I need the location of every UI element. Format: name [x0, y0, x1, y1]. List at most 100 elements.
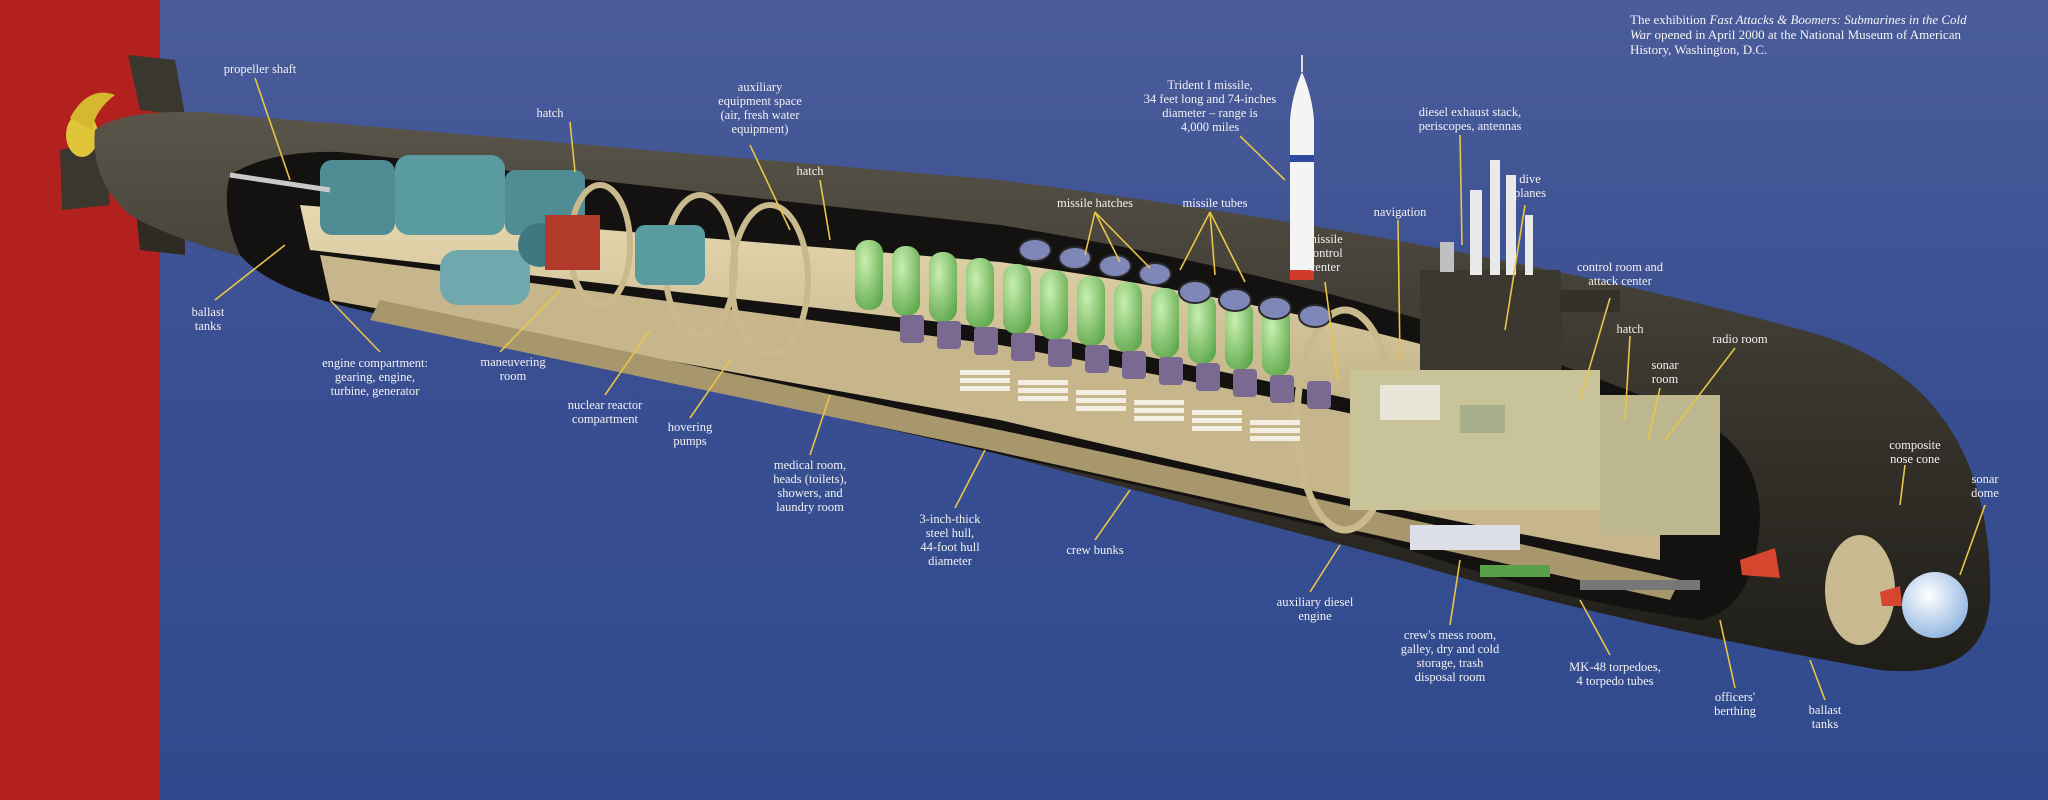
label-crew-bunks: crew bunks: [1066, 543, 1124, 557]
reactor-frame: [545, 215, 600, 270]
missile-tube-base: [1233, 369, 1257, 397]
label-medical: medical room, heads (toilets), showers, …: [773, 458, 847, 514]
caption: The exhibition Fast Attacks & Boomers: S…: [1630, 12, 1990, 57]
leader-line: [1179, 211, 1211, 271]
missile-tube-base: [1270, 375, 1294, 403]
label-missile-control: missile control center: [1307, 232, 1343, 274]
bunk: [1018, 380, 1068, 385]
bunk: [960, 370, 1010, 375]
label-hatch-mid: hatch: [796, 164, 824, 178]
bunk: [960, 386, 1010, 391]
leader-line: [809, 394, 831, 456]
missile-tube: [855, 240, 883, 310]
leader-line: [1449, 559, 1461, 626]
leader-line: [1309, 544, 1341, 593]
missile-tube-base: [1048, 339, 1072, 367]
label-trident: Trident I missile, 34 feet long and 74-i…: [1143, 78, 1277, 134]
leader-line: [1094, 211, 1151, 269]
missile-hatch: [1098, 254, 1132, 278]
label-aux-diesel: auxiliary diesel engine: [1276, 595, 1354, 623]
label-hatch-aft: hatch: [536, 106, 564, 120]
leader-line: [1209, 211, 1216, 276]
bunk: [1192, 418, 1242, 423]
bunk: [1192, 426, 1242, 431]
bunk: [1076, 406, 1126, 411]
leader-line: [499, 289, 561, 353]
bunk: [1134, 408, 1184, 413]
label-torpedoes: MK-48 torpedoes, 4 torpedo tubes: [1569, 660, 1661, 688]
missile-tube: [1151, 288, 1179, 358]
label-mess: crew's mess room, galley, dry and cold s…: [1400, 628, 1500, 684]
missile-tube: [929, 252, 957, 322]
label-propeller-shaft: propeller shaft: [223, 62, 297, 76]
leader-line: [1459, 134, 1463, 246]
leader-line: [569, 121, 576, 173]
nose-section: [1740, 535, 1968, 645]
label-ballast-aft: ballast tanks: [191, 305, 225, 333]
missile-hatch: [1138, 262, 1172, 286]
label-hull: 3-inch-thick steel hull, 44-foot hull di…: [919, 512, 981, 568]
missile-tube: [892, 246, 920, 316]
label-sonar-room: sonar room: [1651, 358, 1679, 386]
bunk: [1134, 400, 1184, 405]
bunk: [1076, 398, 1126, 403]
leader-line: [1239, 135, 1286, 181]
label-diesel-exhaust: diesel exhaust stack, periscopes, antenn…: [1418, 105, 1522, 133]
leader-line: [1647, 387, 1661, 441]
missile-tube-base: [1159, 357, 1183, 385]
missile-tube-base: [1307, 381, 1331, 409]
leader-line: [1397, 219, 1401, 361]
label-sonar-dome: sonar dome: [1971, 472, 1999, 500]
missile-hatch: [1018, 238, 1052, 262]
bunk: [1018, 388, 1068, 393]
missile-hatch: [1178, 280, 1212, 304]
label-missile-hatches: missile hatches: [1056, 196, 1134, 210]
label-aux-equipment: auxiliary equipment space (air, fresh wa…: [718, 80, 802, 136]
label-engine-compartment: engine compartment: gearing, engine, tur…: [322, 356, 428, 398]
missile-tube: [1114, 282, 1142, 352]
label-radio-room: radio room: [1712, 332, 1768, 346]
label-nose-cone: composite nose cone: [1889, 438, 1941, 466]
missile-tube: [1040, 270, 1068, 340]
leader-line: [1094, 489, 1131, 541]
leader-line: [1084, 211, 1096, 256]
leader-line: [214, 244, 286, 301]
missile-tube-base: [1085, 345, 1109, 373]
missile-hatch: [1058, 246, 1092, 270]
missile-tube: [966, 258, 994, 328]
reactor-vessel: [635, 225, 705, 285]
label-control-room: control room and attack center: [1576, 260, 1664, 288]
leader-line: [1809, 659, 1826, 701]
bunk: [1192, 410, 1242, 415]
label-reactor: nuclear reactor compartment: [567, 398, 643, 426]
leader-lines: [214, 77, 1986, 701]
leader-line: [689, 359, 731, 419]
label-hovering-pumps: hovering pumps: [667, 420, 713, 448]
leader-line: [1579, 297, 1611, 401]
leader-line: [604, 329, 651, 396]
missile-tube-base: [900, 315, 924, 343]
leader-line: [1959, 504, 1986, 576]
label-officers: officers' berthing: [1714, 690, 1756, 718]
missile-tube: [1003, 264, 1031, 334]
leader-line: [1719, 619, 1736, 689]
leader-line: [1094, 211, 1121, 263]
leader-line: [254, 77, 291, 181]
missile-hatch: [1218, 288, 1252, 312]
label-dive-planes: dive planes: [1514, 172, 1546, 200]
missile-hatches: [1018, 238, 1332, 328]
forward-compartments: [1350, 370, 1720, 590]
bunk: [1250, 428, 1300, 433]
label-ballast-fwd: ballast tanks: [1808, 703, 1842, 731]
missile-tube: [1262, 306, 1290, 376]
bunk: [1134, 416, 1184, 421]
leader-line: [1624, 335, 1631, 421]
label-missile-tubes: missile tubes: [1182, 196, 1248, 210]
missile-tube-base: [1122, 351, 1146, 379]
caption-suffix: opened in April 2000 at the National Mus…: [1630, 27, 1961, 57]
bunk: [1250, 420, 1300, 425]
missile-tubes: [855, 240, 1331, 409]
bunk: [960, 378, 1010, 383]
